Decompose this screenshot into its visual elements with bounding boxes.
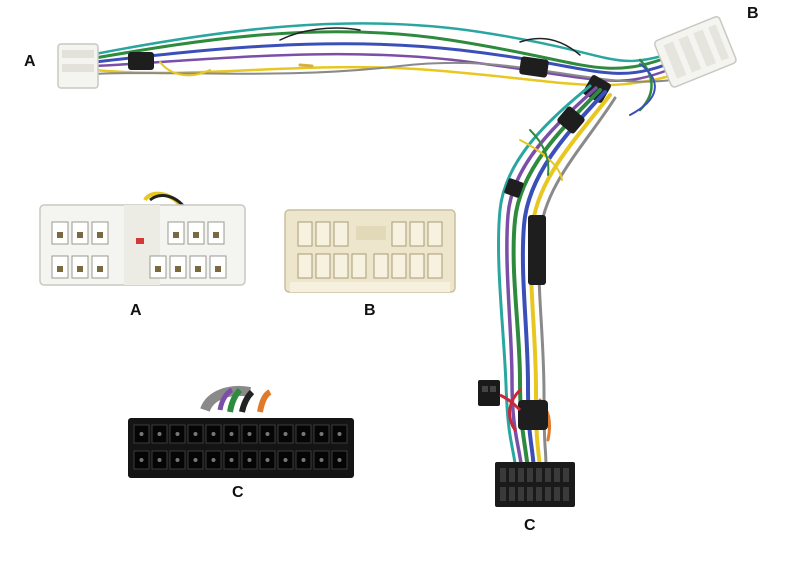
harness-wires-branch [497,58,656,472]
tape-sleeves-branch [504,106,585,430]
label-c-connector: C [232,484,244,501]
connector-a-detail [39,191,246,286]
connector-c-harness [495,462,575,507]
label-b-connector: B [364,302,376,319]
label-a-top: A [24,53,36,70]
label-c-bottom: C [524,517,536,534]
connector-b-top [654,16,737,88]
label-b-top: B [747,5,759,22]
tape-sleeves-top [128,52,611,103]
connector-c-detail [128,386,354,478]
harness-wires-top [93,22,673,87]
connector-a-top [57,43,99,89]
connector-b-detail [284,209,456,293]
label-a-connector: A [130,302,142,319]
aux-connector [478,380,522,412]
